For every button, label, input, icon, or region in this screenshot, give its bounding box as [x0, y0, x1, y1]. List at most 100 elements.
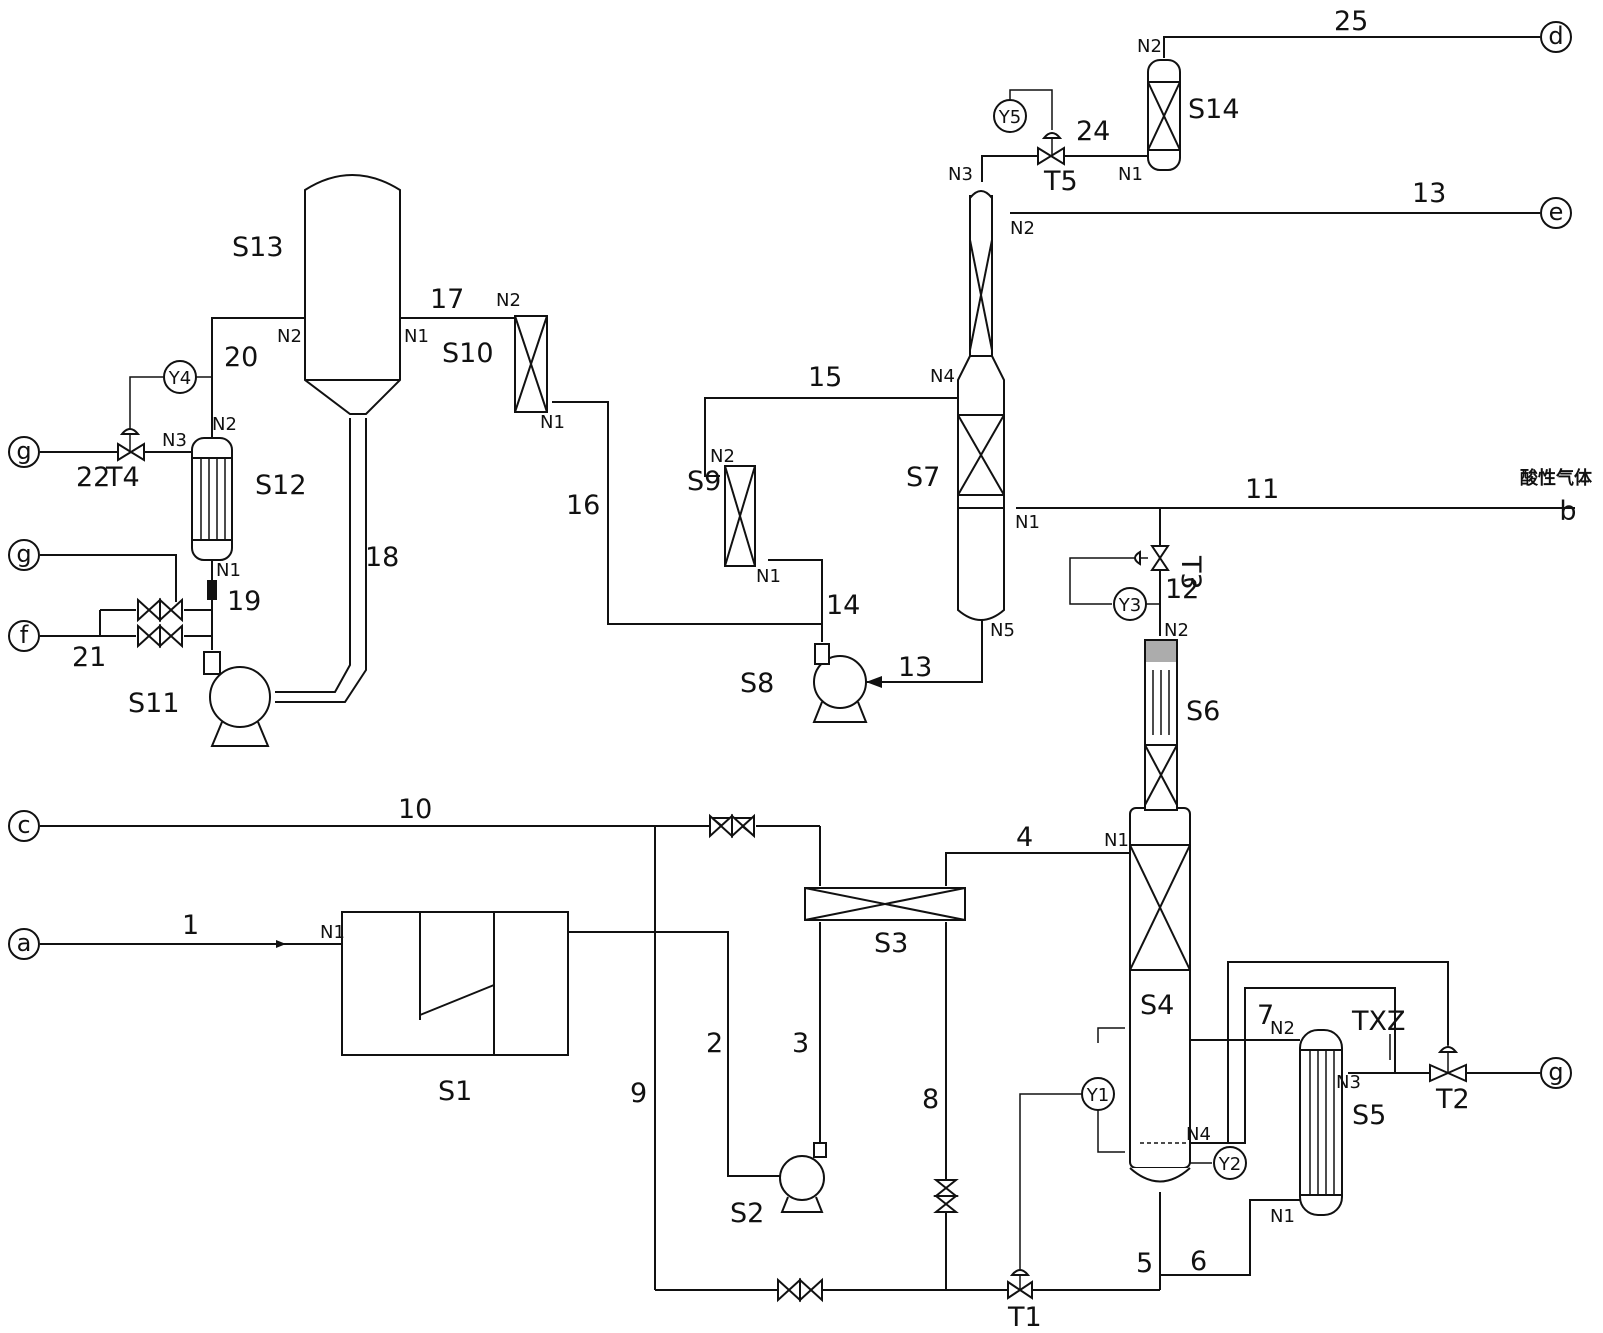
controller-y5: Y5	[993, 99, 1027, 133]
diagram-label: 21	[72, 642, 106, 673]
diagram-label: N1	[216, 560, 241, 581]
equipment-s1	[341, 911, 569, 1056]
equipment-s4	[1129, 807, 1191, 1183]
diagram-label: N1	[404, 326, 429, 347]
diagram-label: 13	[898, 652, 932, 683]
diagram-label: 18	[365, 542, 399, 573]
diagram-label: N4	[930, 366, 955, 387]
diagram-label: c	[17, 811, 30, 839]
diagram-label: N2	[1010, 218, 1035, 239]
diagram-label: T4	[105, 462, 140, 493]
diagram-label: Y4	[168, 368, 191, 389]
diagram-label: N3	[948, 164, 973, 185]
acid-gas-label: 酸性气体	[1520, 467, 1593, 489]
diagram-label: 10	[398, 794, 432, 825]
diagram-label: N5	[990, 620, 1015, 641]
diagram-label: 20	[224, 342, 258, 373]
diagram-label: T1	[1007, 1302, 1042, 1333]
diagram-label: N4	[1186, 1124, 1211, 1145]
equipment-s5	[1299, 1029, 1343, 1216]
diagram-label: e	[1549, 198, 1564, 226]
txz-label: TXZ	[1351, 1006, 1406, 1037]
equipment-s12	[191, 437, 233, 600]
endpoint-g2: g	[8, 539, 40, 571]
diagram-label: N2	[277, 326, 302, 347]
label-s4: S4	[1140, 990, 1174, 1021]
diagram-label: Y5	[998, 107, 1021, 128]
endpoint-c: c	[8, 810, 40, 842]
controller-y3: Y3	[1113, 587, 1147, 621]
diagram-label: f	[20, 621, 29, 649]
endpoint-a: a	[8, 928, 40, 960]
equipment-s9	[724, 465, 756, 567]
diagram-label: 16	[566, 490, 600, 521]
stream-labels: 1 2 3 4 5 6 7 8 9 10 11 12 13 13 14 15 1…	[72, 6, 1446, 1279]
endpoint-d: d	[1540, 21, 1572, 53]
diagram-label: N1	[1015, 512, 1040, 533]
diagram-label: N1	[756, 566, 781, 587]
label-s3: S3	[874, 928, 908, 959]
diagram-label: N3	[1336, 1072, 1361, 1093]
label-s9: S9	[687, 466, 721, 497]
label-s14: S14	[1188, 94, 1240, 125]
diagram-label: 19	[227, 586, 261, 617]
diagram-label: N1	[1104, 830, 1129, 851]
diagram-label: T5	[1043, 166, 1078, 197]
controller-y2: Y2	[1213, 1146, 1247, 1180]
equipment-s13	[304, 174, 401, 415]
diagram-label: g	[1548, 1058, 1563, 1086]
diagram-label: 22	[76, 462, 110, 493]
diagram-label: 6	[1190, 1246, 1207, 1277]
equipment-s11	[203, 651, 271, 747]
diagram-label: 14	[826, 590, 860, 621]
diagram-label: T2	[1435, 1084, 1470, 1115]
diagram-label: N3	[162, 430, 187, 451]
equipment-s2	[779, 1142, 827, 1213]
valve-t4	[117, 428, 145, 462]
label-s7: S7	[906, 462, 940, 493]
pipelines	[40, 36, 1575, 1291]
valve-t5	[1037, 132, 1065, 166]
endpoint-b: b	[1559, 496, 1576, 527]
diagram-label: g	[16, 540, 31, 568]
label-s12: S12	[255, 470, 307, 501]
diagram-label: Y2	[1218, 1154, 1241, 1175]
diagram-label: 1	[182, 910, 199, 941]
manual-valves	[137, 597, 959, 1303]
diagram-label: 17	[430, 284, 464, 315]
nozzle-labels: N1 N1 N1 N4 N2 N3 N2 N1 N5 N4 N2 N3 N1 N…	[162, 36, 1361, 1227]
endpoint-g1: g	[8, 436, 40, 468]
endpoint-f: f	[8, 620, 40, 652]
diagram-label: N2	[212, 414, 237, 435]
endpoint-e: e	[1540, 197, 1572, 229]
diagram-label: N2	[1137, 36, 1162, 57]
label-s11: S11	[128, 688, 180, 719]
label-s13: S13	[232, 232, 284, 263]
equipment-s14	[1147, 59, 1181, 171]
label-s2: S2	[730, 1198, 764, 1229]
diagram-label: N1	[320, 922, 345, 943]
valve-t2	[1429, 1045, 1467, 1083]
diagram-label: 9	[630, 1078, 647, 1109]
diagram-label: b	[1559, 496, 1576, 527]
diagram-label: d	[1548, 22, 1563, 50]
equipment-s10	[514, 315, 548, 413]
valve-t3	[1134, 545, 1170, 571]
valve-t1	[1007, 1269, 1033, 1300]
diagram-label: Y1	[1086, 1085, 1109, 1106]
controller-y4: Y4	[163, 360, 197, 394]
diagram-label: N2	[1270, 1018, 1295, 1039]
diagram-label: 12	[1165, 574, 1199, 605]
diagram-label: 24	[1076, 116, 1110, 147]
diagram-label: N1	[540, 412, 565, 433]
endpoint-g3: g	[1540, 1057, 1572, 1089]
controller-y1: Y1	[1081, 1077, 1115, 1111]
equipment-s6	[1144, 639, 1178, 811]
diagram-label: 2	[706, 1028, 723, 1059]
diagram-label: T3	[1175, 555, 1206, 590]
diagram-label: N2	[496, 290, 521, 311]
diagram-label: 15	[808, 362, 842, 393]
equipment-s3	[804, 887, 966, 921]
label-s6: S6	[1186, 696, 1220, 727]
equipment-s7	[957, 190, 1005, 621]
